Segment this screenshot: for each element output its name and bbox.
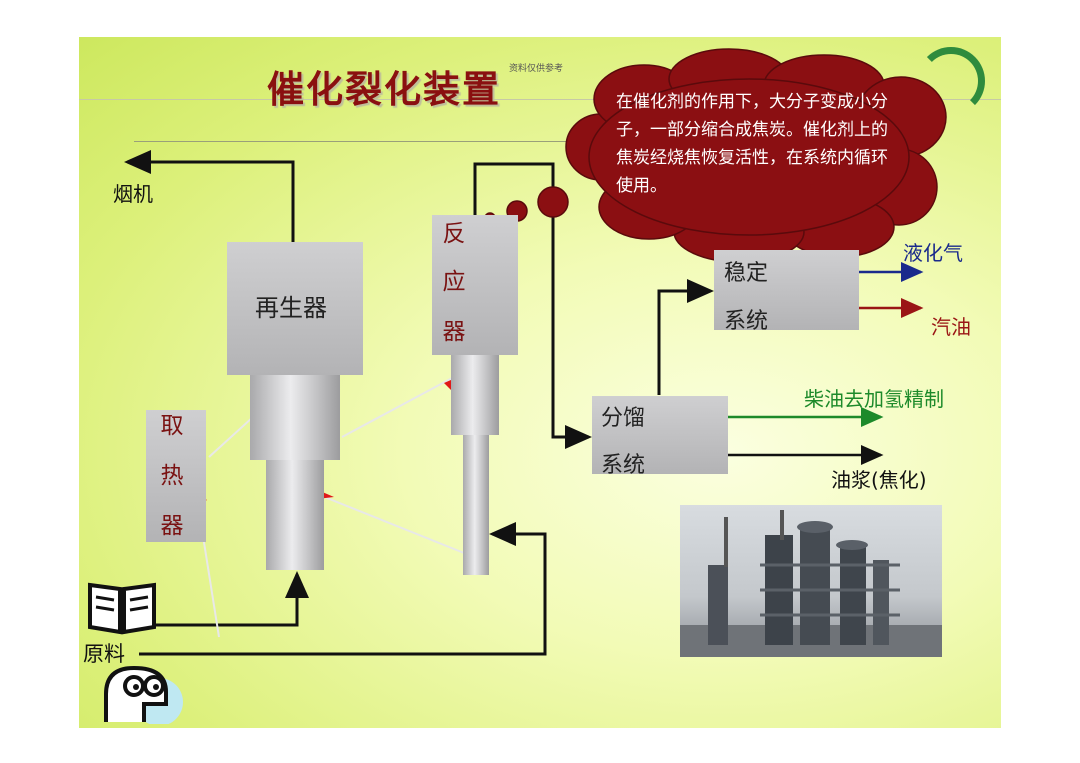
reactor-label-1: 反	[442, 221, 466, 247]
fractionator-label-1: 分馏	[601, 406, 646, 431]
reactor-label-3: 器	[442, 319, 466, 345]
slide: 资料仅供参考 催化裂化装置	[79, 37, 1001, 728]
diesel-label: 柴油去加氢精制	[804, 387, 944, 411]
callout-text: 在催化剂的作用下，大分子变成小分子，一部分缩合成焦炭。催化剂上的焦炭经烧焦恢复活…	[616, 92, 888, 196]
catalyst-line-2	[341, 376, 455, 438]
regenerator-top	[227, 242, 363, 375]
feed-label-1: 原	[83, 642, 104, 666]
regenerator-bottom	[266, 460, 324, 570]
flue-gas-label: 烟机	[113, 182, 153, 206]
reactor-overhead-pipe	[473, 162, 592, 449]
slurry-label: 油浆(焦化)	[831, 468, 927, 492]
stabilizer-label-2: 系统	[724, 309, 769, 334]
header-divider	[79, 99, 1001, 100]
flue-gas-pipe	[124, 150, 295, 242]
stabilizer-label-1: 稳定	[724, 261, 769, 286]
refinery-photo	[680, 505, 942, 657]
regenerator-middle	[250, 375, 340, 460]
reactor-taper	[451, 355, 499, 435]
catalyst-line-3	[316, 493, 470, 556]
reactor-label-2: 应	[442, 269, 466, 295]
regenerator-label: 再生器	[255, 294, 327, 322]
page-title: 催化裂化装置	[267, 68, 501, 111]
stabilizer-system	[714, 250, 859, 330]
heat-remover-label-2: 热	[160, 463, 184, 489]
feed-label: 原料	[83, 640, 125, 668]
heat-remover	[146, 410, 206, 542]
lpg-label: 液化气	[903, 241, 963, 265]
title-underline	[134, 141, 589, 142]
cartoon-face-icon	[104, 654, 184, 726]
watermark: 资料仅供参考	[509, 64, 564, 74]
feed-to-regenerator-pipe	[139, 571, 309, 627]
fractionator-system	[592, 396, 728, 474]
heat-remover-label-3: 器	[160, 513, 184, 539]
fractionator-to-stabilizer-pipe	[657, 279, 714, 395]
callout-cloud	[484, 48, 947, 263]
gasoline-label: 汽油	[931, 315, 971, 339]
feed-to-reactor-pipe	[139, 522, 547, 656]
reactor-top	[432, 215, 518, 355]
logo-icon	[917, 47, 985, 115]
reactor-riser	[463, 435, 489, 575]
pipe-diagram	[124, 48, 947, 656]
fractionator-label-2: 系统	[601, 453, 646, 478]
feed-label-2: 料	[104, 642, 125, 666]
heat-remover-label-1: 取	[160, 413, 184, 439]
book-icon	[82, 577, 162, 637]
